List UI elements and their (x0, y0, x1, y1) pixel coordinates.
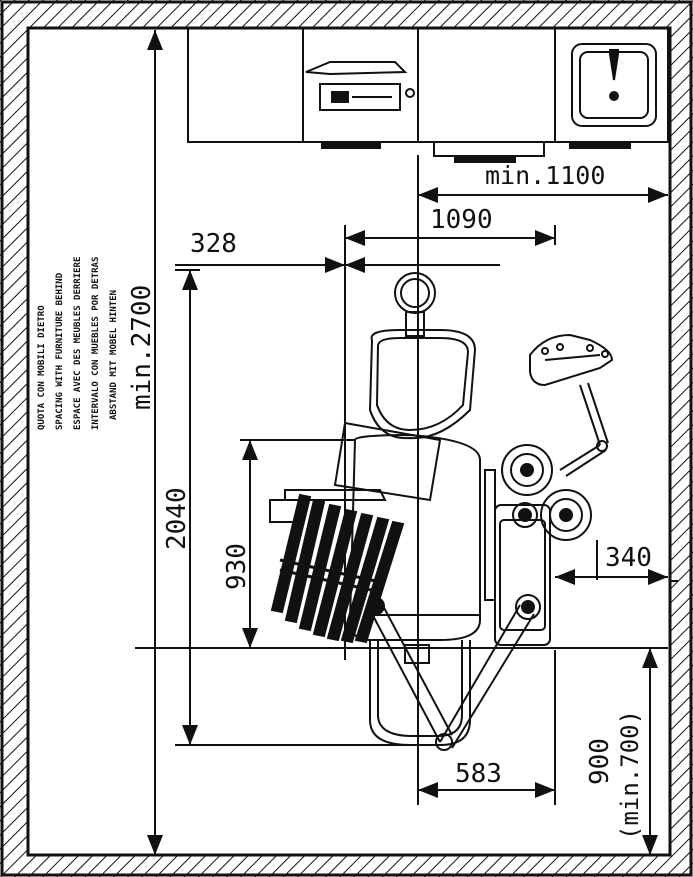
note-line-it: QUOTA CON MOBILI DIETRO (37, 305, 47, 430)
cabinet-row (187, 27, 669, 163)
dim-340: 340 (605, 543, 652, 573)
dim-2040: 2040 (162, 487, 192, 550)
dim-328: 328 (190, 229, 237, 259)
note-line-fr: ESPACE AVEC DES MEUBLES DERRIERE (73, 257, 83, 430)
note-line-es: INTERVALO CON MUEBLES POR DETRAS (91, 257, 101, 430)
dim-min-2700: min.2700 (127, 285, 157, 410)
dim-min-700: (min.700) (616, 710, 644, 840)
dim-583: 583 (455, 759, 502, 789)
instrument-handpieces (270, 493, 405, 644)
dental-chair (348, 272, 614, 751)
dimension-lines (135, 29, 668, 855)
instrument-tray (269, 421, 442, 644)
dim-1090: 1090 (430, 205, 493, 235)
dim-900: 900 (585, 738, 615, 785)
dim-min-1100: min.1100 (485, 161, 605, 190)
note-line-de: ABSTAND MIT MOBEL HINTEN (109, 290, 119, 420)
note-line-en: SPACING WITH FURNITURE BEHIND (55, 272, 65, 430)
dim-930: 930 (222, 543, 252, 590)
dimension-labels: min.1100 1090 328 min.2700 2040 930 340 … (127, 161, 652, 840)
furniture-spacing-note: QUOTA CON MOBILI DIETRO SPACING WITH FUR… (37, 257, 119, 430)
